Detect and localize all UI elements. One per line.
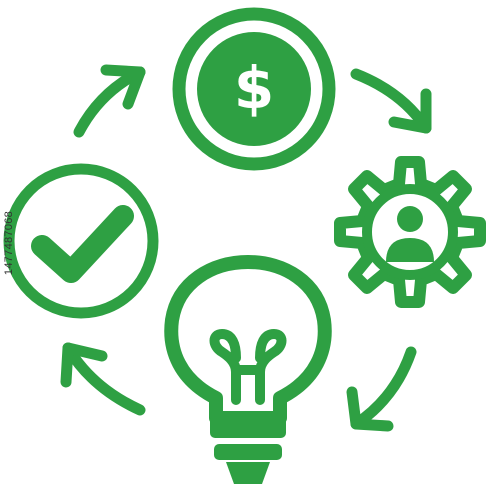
arrow-top-left-icon [73,64,146,138]
gear-outline [334,156,486,308]
bulb-filament [209,328,287,405]
checkmark-circle-icon [3,163,159,319]
arrow-bottom-right-icon [346,346,417,432]
bulb-outline [164,255,332,425]
cycle-arrows [60,64,432,432]
dollar-coin-icon: $ [172,7,336,171]
gear-inner-ring [362,184,458,280]
dollar-sign: $ [234,54,274,122]
arrow-bottom-left-icon [60,342,146,416]
watermark-id-text: 1477487068 [3,210,15,276]
bulb-base [210,416,286,484]
arrow-top-right-icon [350,68,432,134]
person-icon [386,206,434,262]
check-mark [31,205,134,283]
gear-person-icon [334,156,486,308]
lightbulb-icon [164,255,332,484]
